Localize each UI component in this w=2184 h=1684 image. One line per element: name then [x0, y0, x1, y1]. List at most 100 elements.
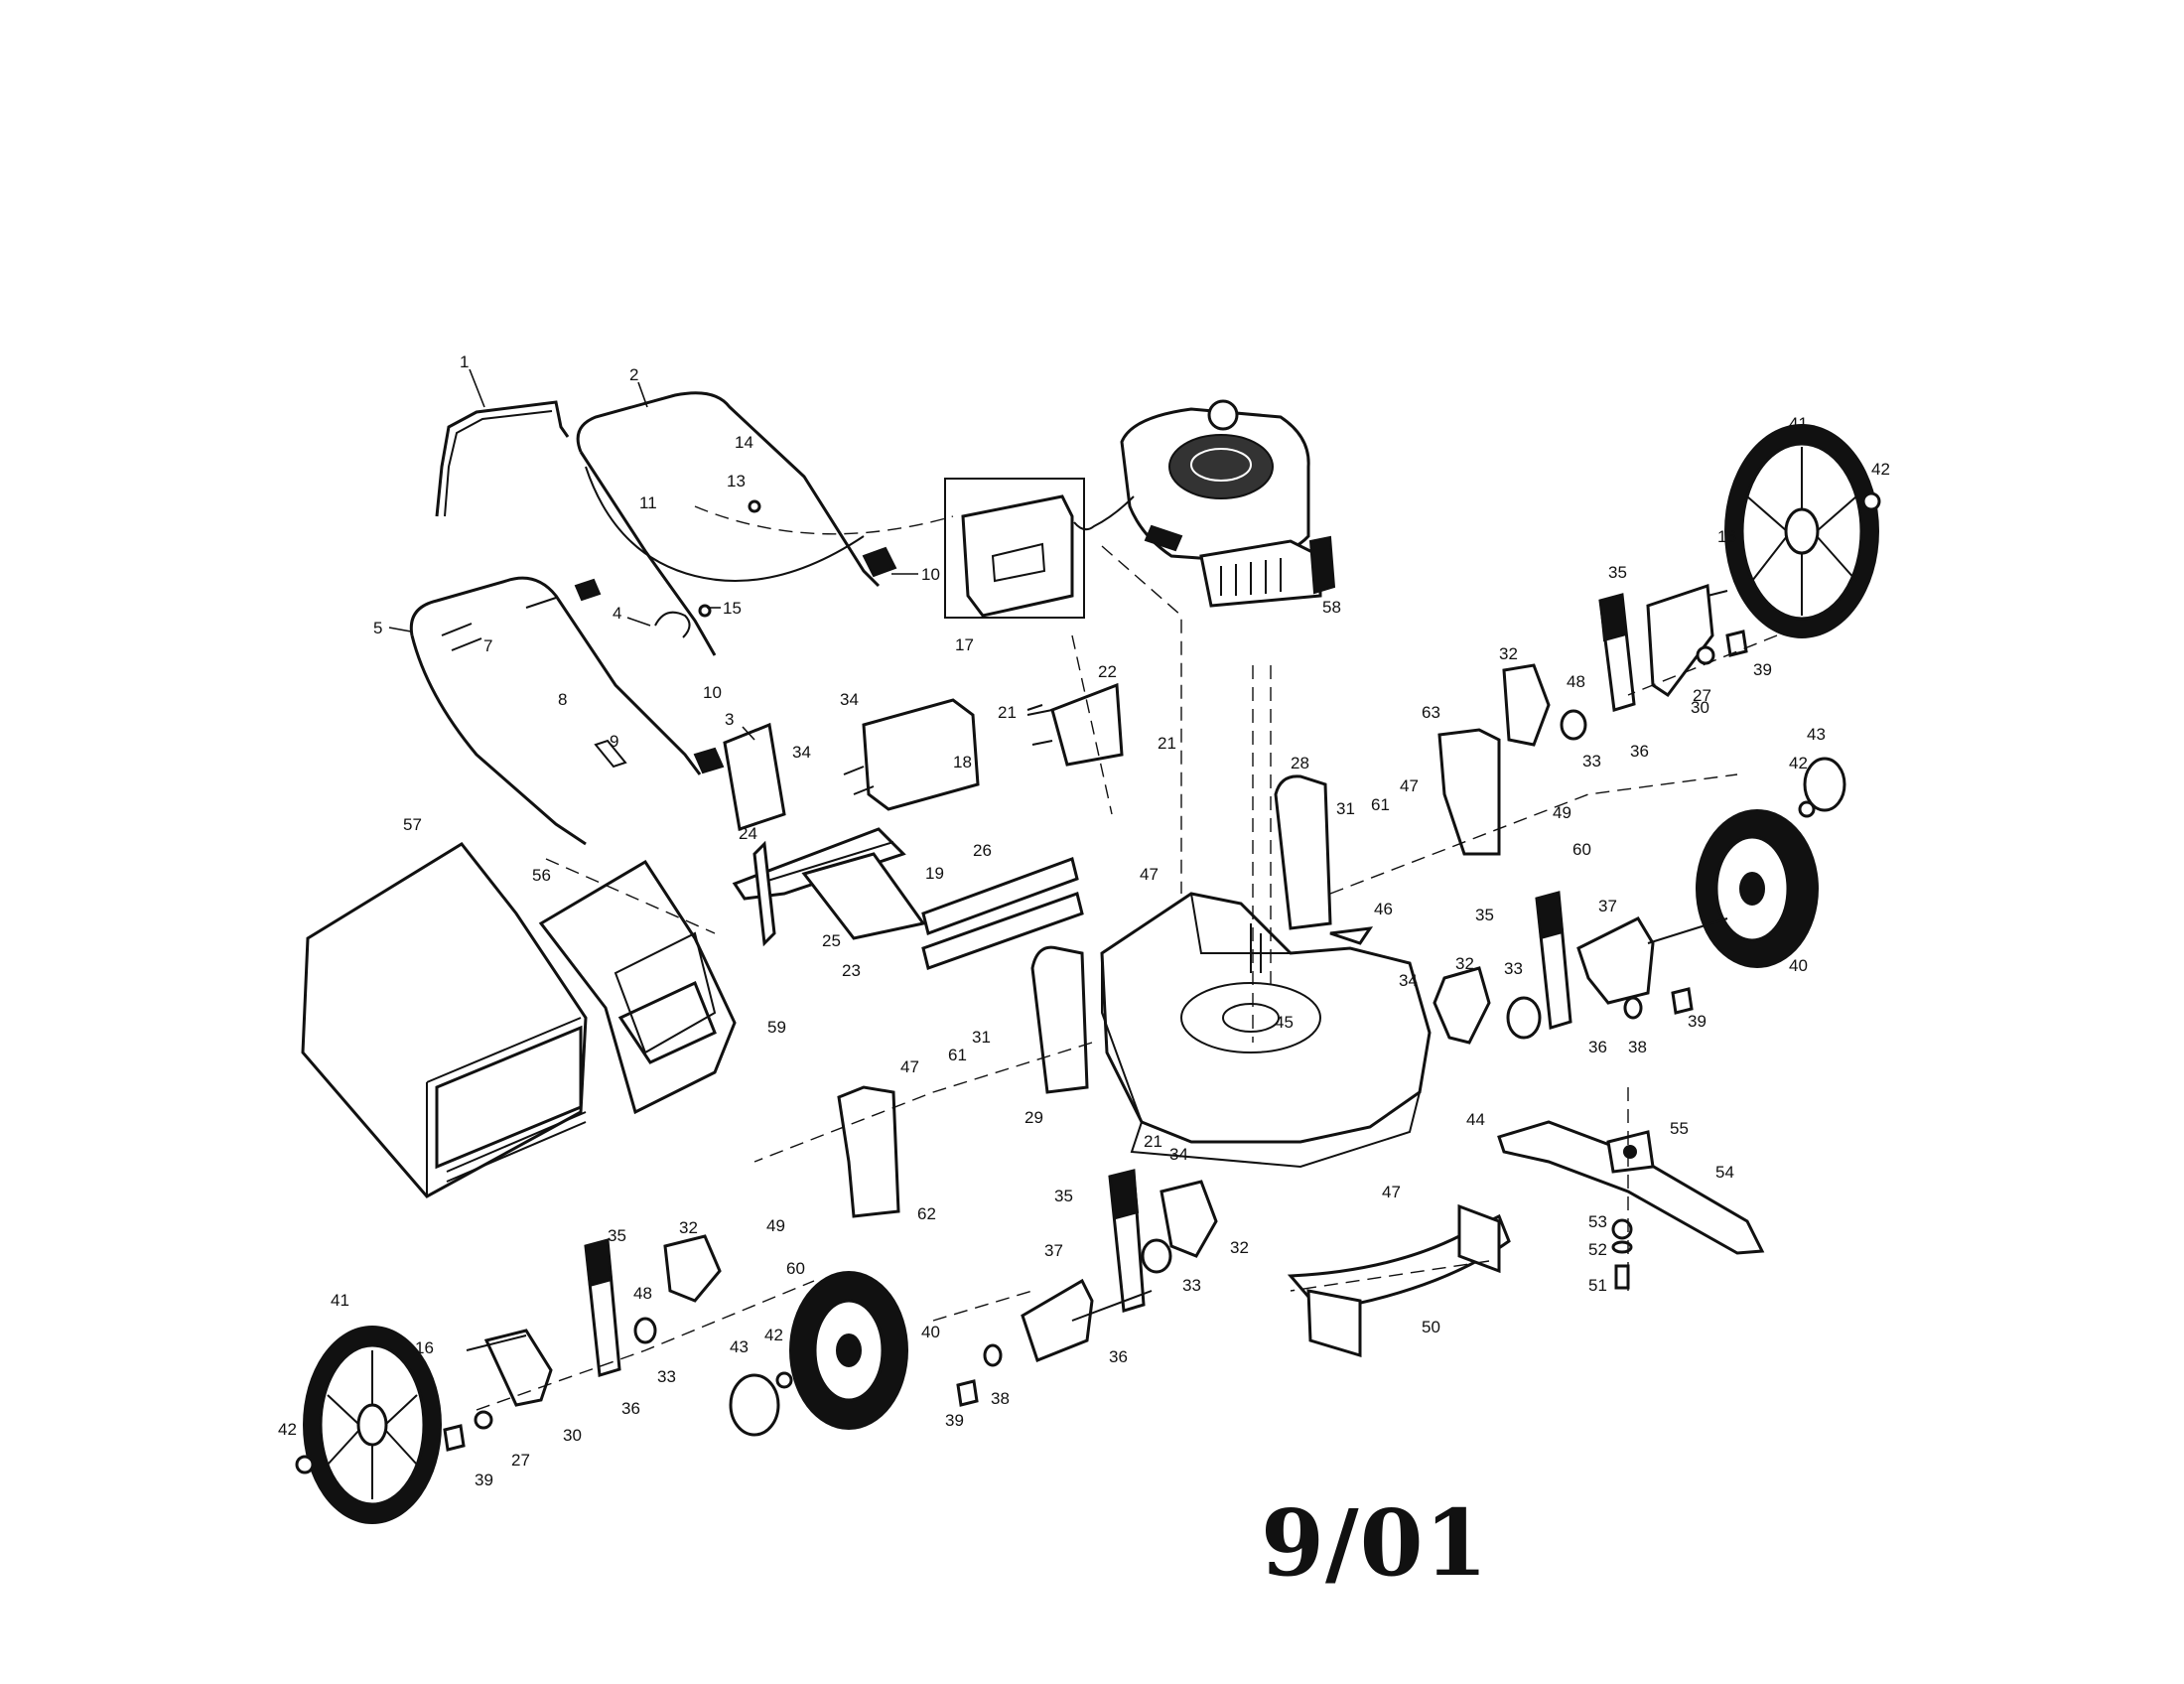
- hub-caps-43: [729, 757, 1846, 1437]
- label-32a: 32: [1499, 644, 1518, 663]
- upper-handle-1: [435, 400, 570, 517]
- label-30b: 30: [563, 1426, 582, 1445]
- label-16b: 16: [415, 1338, 434, 1357]
- label-21a: 21: [998, 703, 1017, 722]
- label-16a: 16: [1717, 527, 1736, 546]
- deflector-50: [1287, 1203, 1511, 1358]
- label-35c: 35: [1054, 1187, 1073, 1205]
- label-48a: 48: [1567, 672, 1585, 691]
- label-36b: 36: [1588, 1038, 1607, 1056]
- label-5: 5: [373, 619, 382, 637]
- mower-deck-44: [1100, 892, 1432, 1169]
- label-46: 46: [1374, 900, 1393, 918]
- engine-58: [1073, 399, 1336, 608]
- label-39b: 39: [1688, 1012, 1706, 1031]
- label-33d: 33: [657, 1367, 676, 1386]
- label-54: 54: [1715, 1163, 1734, 1182]
- label-21c: 21: [1144, 1132, 1162, 1151]
- label-7: 7: [483, 636, 492, 655]
- label-33a: 33: [1582, 752, 1601, 771]
- label-43b: 43: [730, 1337, 749, 1356]
- label-31a: 31: [1336, 799, 1355, 818]
- label-19: 19: [925, 864, 944, 883]
- assembly-lines: [476, 505, 1778, 1411]
- main-handle-2: [576, 391, 881, 656]
- label-18: 18: [953, 753, 972, 772]
- label-22: 22: [1098, 662, 1117, 681]
- label-36a: 36: [1630, 742, 1649, 761]
- label-41b: 41: [331, 1291, 349, 1310]
- label-32d: 32: [679, 1218, 698, 1237]
- label-25: 25: [822, 931, 841, 950]
- height-gears-32: [663, 663, 1551, 1303]
- label-4: 4: [613, 604, 621, 623]
- label-32b: 32: [1455, 954, 1474, 973]
- spacers-33-48: [633, 709, 1643, 1367]
- revision-date: 9/01: [1261, 1489, 1489, 1597]
- rear-door-assembly: [723, 698, 1084, 970]
- wheel-41-left: [303, 1326, 442, 1524]
- label-47a: 47: [1400, 776, 1419, 795]
- label-38a: 38: [1628, 1038, 1647, 1056]
- handle-fittings: [441, 499, 897, 774]
- label-1: 1: [460, 352, 469, 371]
- label-53: 53: [1588, 1212, 1607, 1231]
- label-39d: 39: [475, 1471, 493, 1489]
- label-44: 44: [1466, 1110, 1485, 1129]
- label-56: 56: [532, 866, 551, 885]
- label-27a: 27: [1693, 686, 1711, 705]
- wheel-40-left: [789, 1271, 908, 1430]
- label-10a: 10: [921, 565, 940, 584]
- label-50: 50: [1422, 1318, 1440, 1336]
- label-43a: 43: [1807, 725, 1826, 744]
- part-labels: 1 2 3 4 5 7 8 9 10 10 11 13 14 15 16 16 …: [278, 352, 1890, 1489]
- label-34a: 34: [840, 690, 859, 709]
- label-39a: 39: [1753, 660, 1772, 679]
- label-61b: 61: [948, 1046, 967, 1064]
- label-26: 26: [973, 841, 992, 860]
- label-15: 15: [723, 599, 742, 618]
- label-3: 3: [725, 710, 734, 729]
- label-60a: 60: [1572, 840, 1591, 859]
- label-42c: 42: [764, 1326, 783, 1344]
- label-35a: 35: [1608, 563, 1627, 582]
- label-33c: 33: [1182, 1276, 1201, 1295]
- label-30a: 30: [1691, 698, 1709, 717]
- label-34b: 34: [792, 743, 811, 762]
- control-bracket-box-17: [944, 478, 1085, 619]
- label-45: 45: [1275, 1013, 1294, 1032]
- label-40a: 40: [1789, 956, 1808, 975]
- label-29: 29: [1024, 1108, 1043, 1127]
- label-39c: 39: [945, 1411, 964, 1430]
- grass-bag-57: [301, 842, 588, 1198]
- label-47c: 47: [900, 1057, 919, 1076]
- label-40b: 40: [921, 1323, 940, 1341]
- wheel-40-right: [1696, 809, 1819, 968]
- label-42d: 42: [278, 1420, 297, 1439]
- label-34c: 34: [1399, 971, 1418, 990]
- label-63: 63: [1422, 703, 1440, 722]
- label-52: 52: [1588, 1240, 1607, 1259]
- blade-54: [1497, 1120, 1765, 1255]
- label-47d: 47: [1382, 1183, 1401, 1201]
- label-37a: 37: [1598, 897, 1617, 915]
- nuts-and-bolts: [295, 491, 1881, 1474]
- label-60b: 60: [786, 1259, 805, 1278]
- label-42a: 42: [1871, 460, 1890, 479]
- label-14: 14: [735, 433, 753, 452]
- label-24: 24: [739, 824, 757, 843]
- label-49b: 49: [766, 1216, 785, 1235]
- label-62: 62: [917, 1204, 936, 1223]
- wheel-41-right: [1724, 424, 1879, 638]
- bag-frame-56: [538, 859, 737, 1115]
- bracket-22: [1026, 682, 1124, 767]
- label-9: 9: [610, 732, 618, 751]
- label-32c: 32: [1230, 1238, 1249, 1257]
- label-38b: 38: [991, 1389, 1010, 1408]
- label-57: 57: [403, 815, 422, 834]
- label-42b: 42: [1789, 754, 1808, 772]
- label-34d: 34: [1169, 1145, 1188, 1164]
- label-8: 8: [558, 690, 567, 709]
- label-23: 23: [842, 961, 861, 980]
